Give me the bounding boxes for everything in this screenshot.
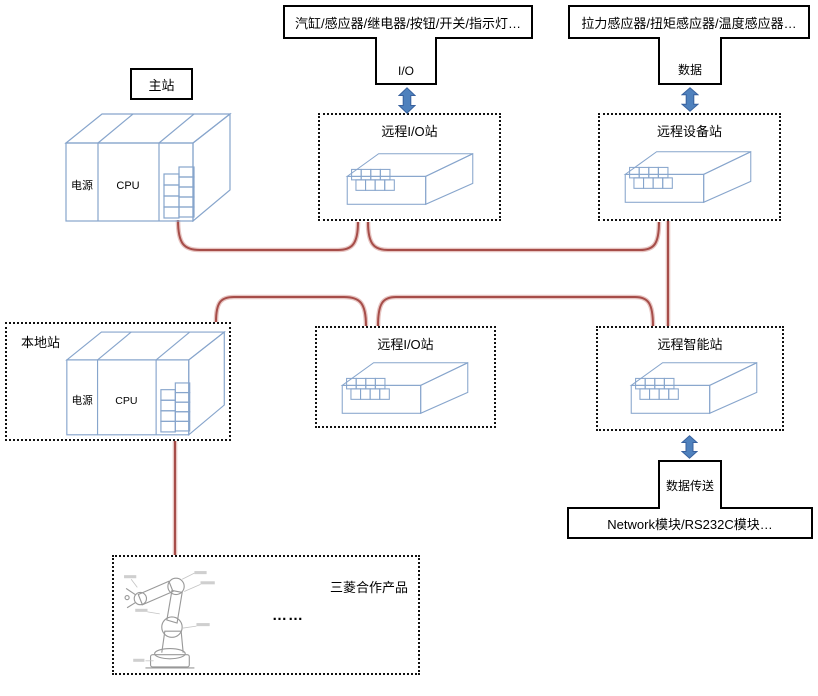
io-devices-box: 汽缸/感应器/继电器/按钮/开关/指示灯… xyxy=(283,5,533,39)
sensor-devices-label: 拉力感应器/扭矩感应器/温度感应器… xyxy=(581,15,797,31)
data-transfer-double-arrow-icon xyxy=(681,435,698,459)
robot-annotation-marks xyxy=(124,571,215,662)
master-plc-drawing: 电源 CPU xyxy=(64,112,232,222)
master-station-label-box: 主站 xyxy=(130,68,193,100)
io-tab: I/O xyxy=(375,37,437,85)
data-double-arrow-icon xyxy=(681,87,699,112)
cclink-bus-segment-remote-io2-to-intelligent xyxy=(375,294,656,327)
remote-io-station-1: 远程I/O站 xyxy=(318,113,501,221)
remote-intelligent-station-label: 远程智能站 xyxy=(657,337,723,352)
ellipsis-text: …… xyxy=(272,607,304,624)
data-tab: 数据 xyxy=(658,37,722,85)
master-station-label: 主站 xyxy=(148,77,175,93)
local-station: 本地站 电源 CPU xyxy=(5,322,231,441)
remote-intelligent-station: 远程智能站 xyxy=(596,326,784,431)
remote-device-module-drawing xyxy=(623,150,752,204)
cclink-bus-segment-remote-io1-to-remote-device xyxy=(365,221,662,253)
local-plc-drawing: 电源 CPU xyxy=(65,330,226,436)
local-cpu-label: CPU xyxy=(115,395,137,407)
network-module-box: Network模块/RS232C模块… xyxy=(567,507,813,539)
remote-io-module-drawing xyxy=(345,152,474,206)
master-power-label: 电源 xyxy=(71,178,93,192)
local-power-label: 电源 xyxy=(72,394,94,407)
partner-products-label: 三菱合作产品 xyxy=(329,580,408,595)
remote-device-station: 远程设备站 xyxy=(598,113,781,221)
remote-io-station-2-label: 远程I/O站 xyxy=(377,337,434,352)
remote-device-station-label: 远程设备站 xyxy=(656,124,722,139)
master-cpu-label: CPU xyxy=(116,180,139,192)
data-tab-label: 数据 xyxy=(677,63,702,77)
terminal-block xyxy=(160,382,191,433)
sensor-devices-box: 拉力感应器/扭矩感应器/温度感应器… xyxy=(568,5,810,39)
io-double-arrow-icon xyxy=(398,87,416,114)
remote-io-station-1-label: 远程I/O站 xyxy=(381,124,438,139)
terminal-block xyxy=(163,166,195,219)
remote-io-station-2: 远程I/O站 xyxy=(315,326,496,428)
io-tab-label: I/O xyxy=(397,64,414,78)
io-devices-label: 汽缸/感应器/继电器/按钮/开关/指示灯… xyxy=(294,15,522,31)
data-transfer-label: 数据传送 xyxy=(665,479,714,493)
local-station-label: 本地站 xyxy=(21,335,61,350)
partner-products-box: 三菱合作产品 …… xyxy=(112,555,420,675)
remote-intelligent-module-drawing xyxy=(629,361,758,415)
cclink-bus-segment-local-to-remote-io2 xyxy=(213,294,369,327)
robot-arm-illustration xyxy=(124,571,215,669)
network-module-label: Network模块/RS232C模块… xyxy=(607,516,773,532)
remote-io-module-drawing xyxy=(340,361,469,415)
data-transfer-tab: 数据传送 xyxy=(658,460,722,509)
cclink-bus-segment-master-to-remote-io1 xyxy=(175,219,361,253)
